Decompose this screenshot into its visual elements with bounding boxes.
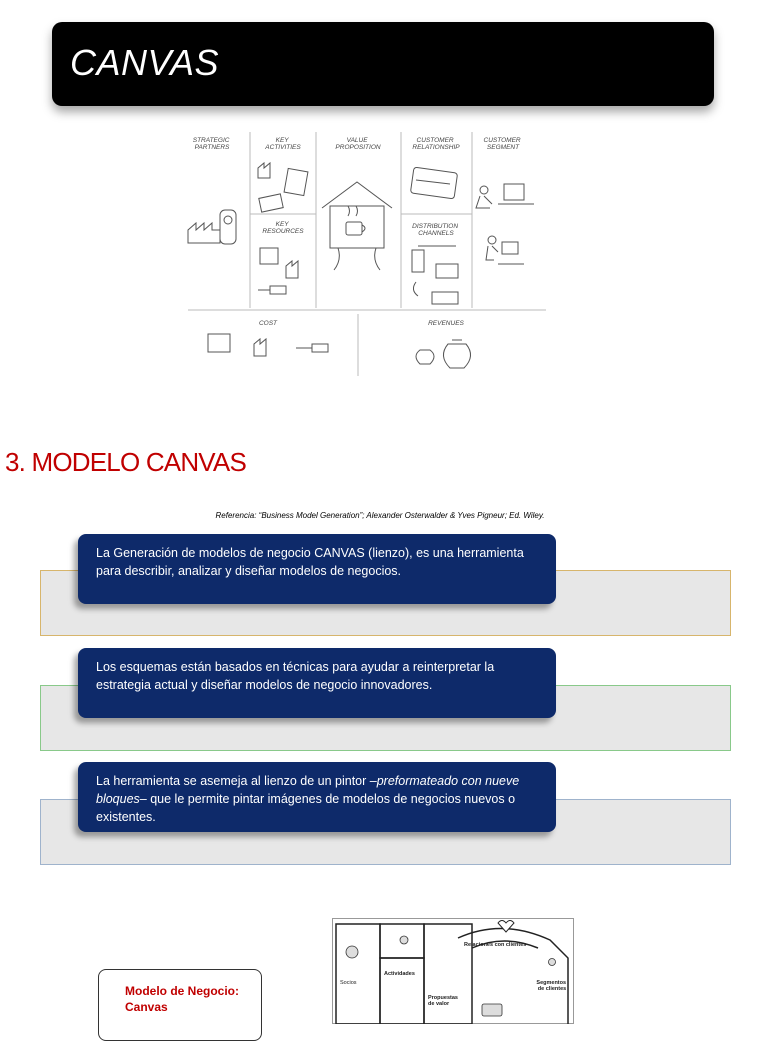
info-note-text: La herramienta se asemeja al lienzo de u… [96, 774, 370, 788]
model-label-line1: Modelo de Negocio: [125, 984, 239, 998]
label-customer-segment: CUSTOMER SEGMENT [484, 137, 523, 151]
activities-icon [258, 163, 308, 212]
mini-canvas-diagram: Socios Actividades Propuestas de valor R… [332, 918, 574, 1024]
info-note: Los esquemas están basados en técnicas p… [78, 648, 556, 718]
info-note: La herramienta se asemeja al lienzo de u… [78, 762, 556, 832]
info-note: La Generación de modelos de negocio CANV… [78, 534, 556, 604]
model-label: Modelo de Negocio: Canvas [125, 983, 255, 1015]
label-strategic-partners: STRATEGIC PARTNERS [193, 137, 232, 151]
title-banner: CANVAS [52, 22, 714, 106]
model-label-box: Modelo de Negocio: Canvas [98, 969, 262, 1041]
label-distribution-channels: DISTRIBUTION CHANNELS [412, 223, 460, 237]
relationship-icon [410, 167, 457, 199]
model-label-line2: Canvas [125, 1000, 168, 1014]
page-title: CANVAS [70, 42, 219, 84]
mini-label-socios: Socios [340, 980, 357, 986]
distribution-icon [412, 246, 458, 304]
resources-icon [258, 248, 298, 294]
house-icon [322, 182, 392, 270]
section-title: 3. MODELO CANVAS [5, 447, 246, 478]
info-note-text: La Generación de modelos de negocio CANV… [96, 546, 524, 578]
label-revenues: REVENUES [428, 320, 464, 327]
info-note-text: que le permite pintar imágenes de modelo… [96, 792, 515, 824]
money-bag-icon [416, 340, 471, 368]
info-note-text: Los esquemas están basados en técnicas p… [96, 660, 494, 692]
label-cost: COST [259, 320, 278, 327]
cost-icon [208, 334, 328, 356]
people-icon [476, 184, 534, 264]
label-key-resources: KEY RESOURCES [262, 221, 304, 235]
mini-label-segmentos: Segmentos de clientes [536, 980, 567, 992]
mini-label-actividades: Actividades [384, 971, 415, 977]
reference-text: Referencia: “Business Model Generation”;… [0, 511, 760, 520]
factory-icon [188, 210, 236, 244]
label-customer-relationship: CUSTOMER RELATIONSHIP [412, 137, 460, 151]
mini-label-relaciones: Relaciones con clientes [464, 942, 526, 948]
label-value-proposition: VALUE PROPOSITION [335, 137, 380, 151]
business-model-canvas-sketch: STRATEGIC PARTNERS KEY ACTIVITIES VALUE … [180, 118, 552, 380]
label-key-activities: KEY ACTIVITIES [264, 137, 301, 151]
